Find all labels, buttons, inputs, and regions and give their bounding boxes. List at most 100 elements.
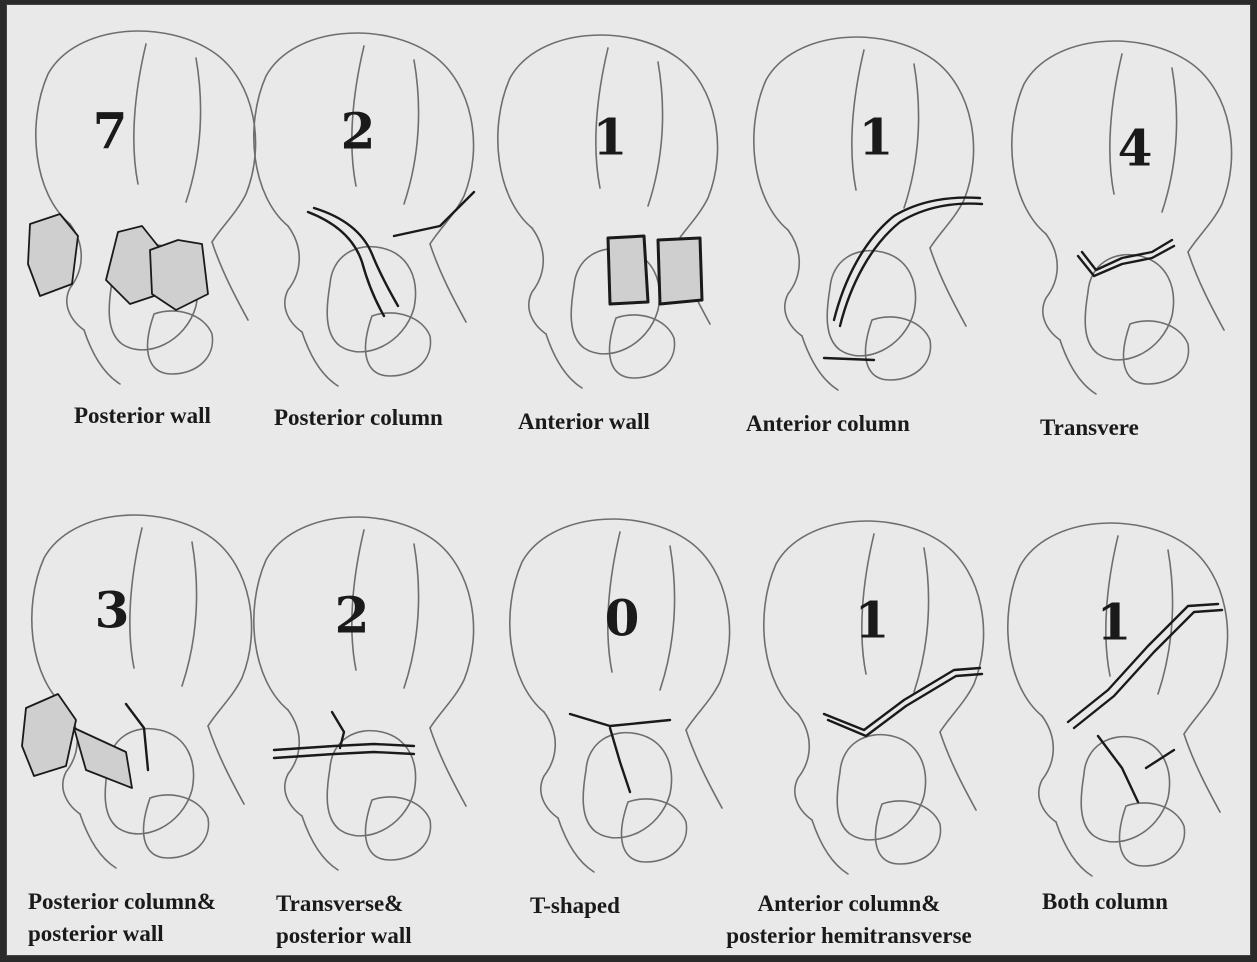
- bone-contour: [1184, 734, 1220, 812]
- bone-contour: [1039, 716, 1056, 822]
- bone-contour: [285, 710, 302, 816]
- count-anterior-wall: 1: [593, 108, 628, 167]
- bone-contour: [827, 251, 915, 356]
- fracture-line: [314, 208, 398, 306]
- count-both-column: 1: [1097, 593, 1132, 652]
- bone-contour: [208, 726, 244, 804]
- bone-contour: [186, 58, 201, 202]
- fracture-line: [1078, 246, 1174, 276]
- label-transverse-posterior-wall: Transverse&posterior wall: [276, 888, 412, 952]
- bone-contour: [876, 801, 941, 864]
- panel-transverse-posterior-wall: [254, 517, 474, 870]
- label-anterior-column-posterior-hemitransverse: Anterior column&posterior hemitransverse: [726, 888, 972, 952]
- bone-contour: [144, 795, 209, 858]
- diagram-frame: 7 2 1 1 4 3 2 0 1 1 Posterior wall Poste…: [6, 4, 1251, 956]
- bone-contour: [558, 818, 594, 872]
- count-posterior-column: 2: [341, 102, 376, 161]
- acetabular-fracture-diagram: [6, 4, 1251, 956]
- bone-contour: [1043, 234, 1060, 340]
- bone-contour: [302, 816, 338, 870]
- fracture-line: [840, 204, 982, 326]
- count-posterior-column-posterior-wall: 3: [95, 581, 130, 640]
- fracture-line: [828, 674, 982, 736]
- bone-contour: [529, 228, 546, 334]
- bone-contour: [134, 44, 146, 184]
- count-t-shaped: 0: [605, 589, 640, 648]
- label-anterior-column: Anterior column: [746, 408, 910, 440]
- bone-contour: [1162, 68, 1177, 212]
- panel-both-column: [1008, 523, 1228, 876]
- bone-contour: [1060, 340, 1096, 394]
- bone-contour: [785, 230, 802, 336]
- bone-contour: [212, 242, 248, 320]
- count-anterior-column: 1: [859, 108, 894, 167]
- panel-posterior-wall: [28, 31, 256, 384]
- bone-contour: [546, 334, 582, 388]
- bone-contour: [904, 64, 919, 208]
- bone-contour: [930, 248, 966, 326]
- label-t-shaped: T-shaped: [530, 890, 620, 922]
- bone-contour: [80, 814, 116, 868]
- bone-contour: [940, 732, 976, 810]
- panel-anterior-column: [754, 37, 982, 390]
- bone-contour: [302, 332, 338, 386]
- panel-t-shaped: [510, 519, 730, 872]
- count-transverse-posterior-wall: 2: [335, 586, 370, 645]
- panel-anterior-column-posterior-hemitransverse: [764, 521, 984, 874]
- fracture-line: [126, 704, 148, 770]
- fracture-line: [274, 752, 414, 758]
- bone-contour: [430, 728, 466, 806]
- bone-contour: [182, 542, 197, 686]
- panel-transverse: [1012, 41, 1232, 394]
- fracture-line: [274, 744, 414, 750]
- fracture-line: [570, 714, 670, 726]
- bone-contour: [610, 315, 675, 378]
- bone-contour: [686, 730, 722, 808]
- bone-contour: [1081, 737, 1169, 842]
- bone-contour: [1056, 822, 1092, 876]
- label-transverse: Transvere: [1040, 412, 1139, 444]
- bone-contour: [837, 735, 925, 840]
- bone-contour: [648, 62, 663, 206]
- bone-contour: [366, 313, 431, 376]
- label-posterior-wall: Posterior wall: [74, 400, 211, 432]
- fracture-fragment: [28, 214, 78, 296]
- fracture-line: [332, 712, 344, 748]
- fracture-line: [610, 728, 630, 792]
- bone-contour: [327, 247, 415, 352]
- count-transverse: 4: [1118, 119, 1153, 178]
- bone-contour: [660, 546, 675, 690]
- label-anterior-wall: Anterior wall: [518, 406, 650, 438]
- bone-contour: [130, 528, 142, 668]
- fracture-fragment: [608, 236, 648, 304]
- count-anterior-column-posterior-hemitransverse: 1: [855, 591, 890, 650]
- bone-contour: [366, 797, 431, 860]
- bone-contour: [84, 330, 120, 384]
- bone-contour: [430, 244, 466, 322]
- bone-contour: [622, 799, 687, 862]
- fracture-fragment: [22, 694, 76, 776]
- fracture-fragment: [150, 240, 208, 310]
- fracture-line: [1098, 736, 1138, 802]
- panel-posterior-column: [254, 33, 474, 386]
- bone-contour: [285, 226, 302, 332]
- bone-contour: [1124, 321, 1189, 384]
- bone-contour: [802, 336, 838, 390]
- fracture-fragment: [658, 238, 702, 304]
- bone-contour: [541, 712, 558, 818]
- bone-contour: [1120, 803, 1185, 866]
- label-both-column: Both column: [1042, 886, 1168, 918]
- panel-anterior-wall: [498, 35, 718, 388]
- bone-contour: [914, 548, 929, 692]
- bone-contour: [1085, 255, 1173, 360]
- bone-contour: [148, 311, 213, 374]
- bone-contour: [866, 317, 931, 380]
- bone-contour: [1188, 252, 1224, 330]
- iliac-wing-outline: [36, 31, 256, 242]
- panel-posterior-column-posterior-wall: [22, 515, 252, 868]
- bone-contour: [404, 544, 419, 688]
- bone-contour: [795, 714, 812, 820]
- fracture-line: [308, 212, 384, 316]
- fracture-line: [834, 198, 980, 320]
- bone-contour: [404, 60, 419, 204]
